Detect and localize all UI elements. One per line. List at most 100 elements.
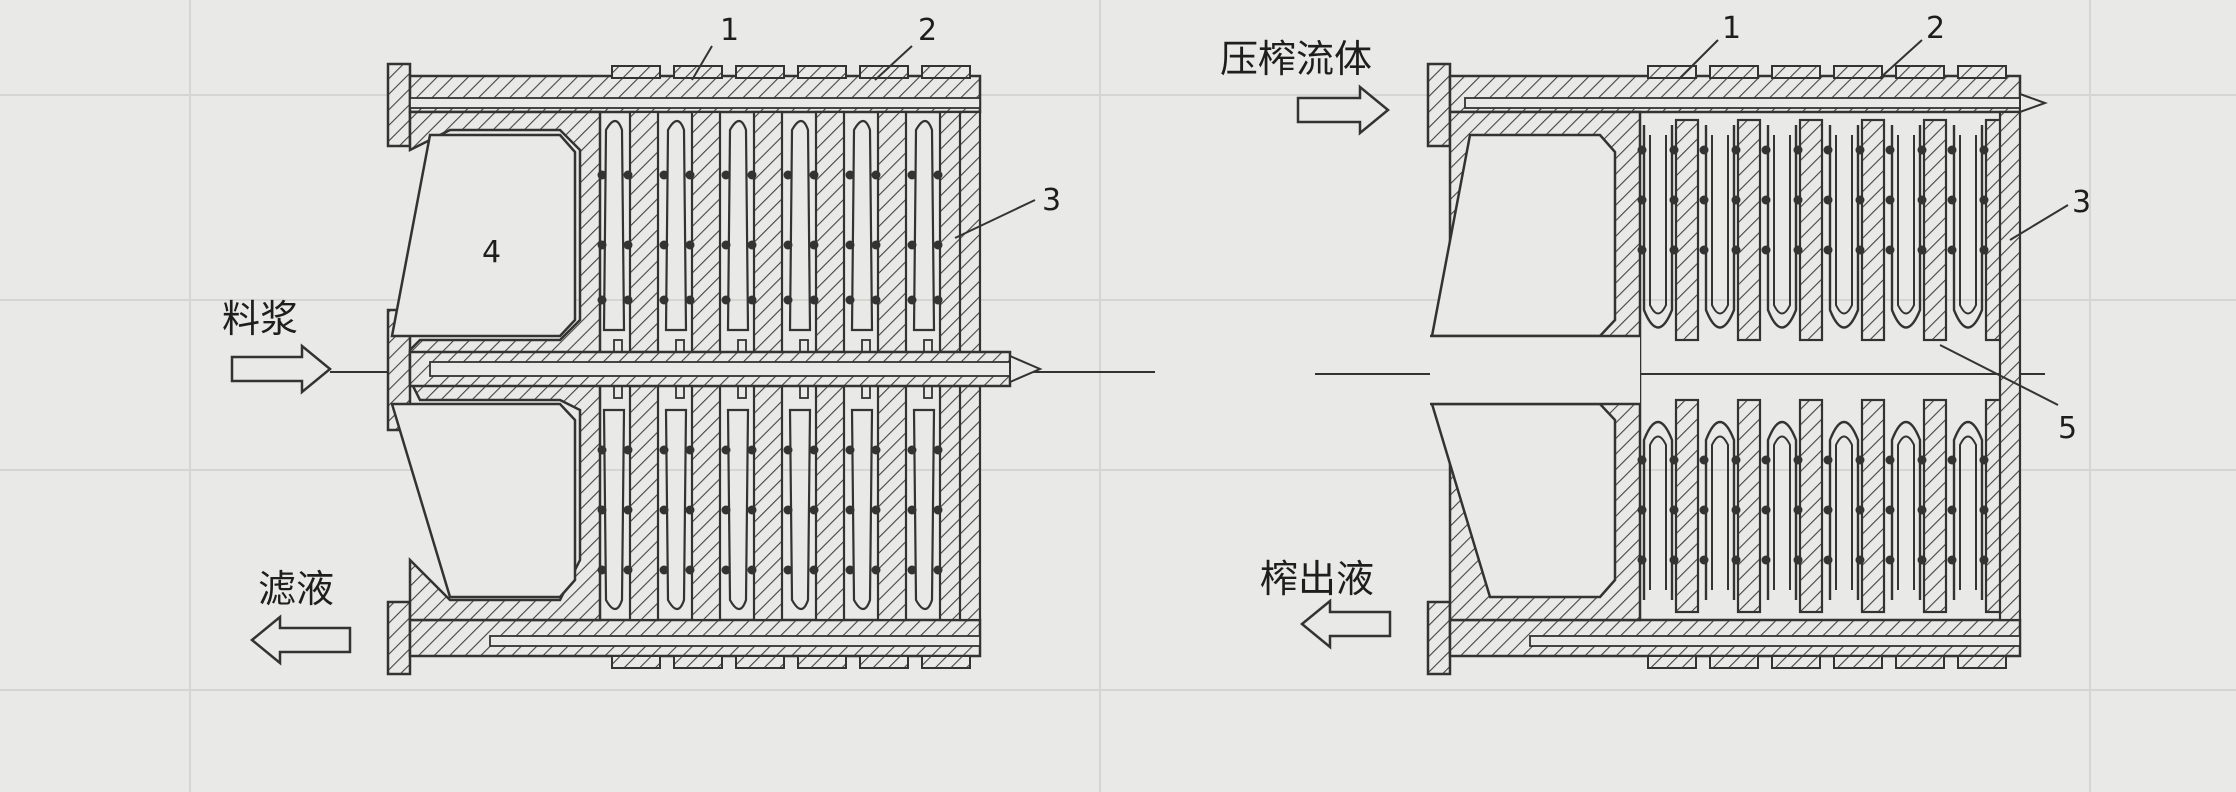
drain-dot [685, 445, 695, 455]
chamber-frame-lower [726, 408, 750, 611]
membrane-loop-lower [1890, 420, 1922, 600]
drain-dot [1917, 145, 1927, 155]
drain-dot [933, 240, 943, 250]
figure-b-outlet-arrow [1300, 598, 1392, 650]
drain-dot [1979, 245, 1989, 255]
drain-dot [1885, 555, 1895, 565]
chamber-frame-lower [912, 408, 936, 611]
membrane-loop-lower [1952, 420, 1984, 600]
figure-a-top-rail [408, 65, 982, 114]
chamber-frame-lower [602, 408, 626, 611]
figure-a-leader-lines [691, 45, 1036, 239]
drain-dot [659, 505, 669, 515]
drain-dot [871, 170, 881, 180]
drain-dot [783, 565, 793, 575]
rail-lug [1771, 655, 1821, 669]
figure-b-outlet-label: 榨出液 [1260, 557, 1374, 601]
drain-dot [1947, 455, 1957, 465]
drain-dot [1885, 455, 1895, 465]
drain-dot [623, 240, 633, 250]
filter-plate-upper [628, 110, 660, 354]
drain-dot [933, 445, 943, 455]
rail-lug [673, 655, 723, 669]
drain-dot [659, 240, 669, 250]
membrane-loop-upper [1642, 125, 1674, 329]
drain-dot [1823, 455, 1833, 465]
drain-dot [871, 505, 881, 515]
drain-dot [747, 295, 757, 305]
drain-dot [685, 505, 695, 515]
membrane-loop-upper [1766, 125, 1798, 329]
drain-dot [1823, 145, 1833, 155]
membrane-loop-inner [1649, 135, 1667, 315]
drain-dot [809, 505, 819, 515]
figure-a-bottom-flange [386, 600, 412, 676]
rail-lug [611, 655, 661, 669]
membrane-loop-inner [1773, 435, 1791, 590]
drain-dot [1947, 145, 1957, 155]
drain-dot [623, 170, 633, 180]
drain-dot [1855, 455, 1865, 465]
membrane-loop-inner [1773, 135, 1791, 315]
drain-dot [1855, 145, 1865, 155]
drain-dot [907, 565, 917, 575]
drain-dot [1699, 195, 1709, 205]
drain-dot [1793, 505, 1803, 515]
drain-dot [1637, 195, 1647, 205]
membrane-plate-upper [1860, 118, 1886, 342]
rail-lug [1709, 655, 1759, 669]
drain-dot [623, 565, 633, 575]
drain-dot [623, 295, 633, 305]
figure-a-bottom-rail [408, 618, 982, 669]
drain-dot [685, 295, 695, 305]
drain-dot [783, 445, 793, 455]
drain-dot [1761, 145, 1771, 155]
membrane-loop-upper [1952, 125, 1984, 329]
drain-dot [597, 445, 607, 455]
rail-lug [921, 65, 971, 79]
chamber-frame-upper [788, 119, 812, 332]
figure-b-callout-3: 3 [2072, 185, 2091, 220]
drain-dot [1761, 555, 1771, 565]
drain-dot [1947, 555, 1957, 565]
rail-lug [1957, 65, 2007, 79]
drain-dot [1637, 245, 1647, 255]
filter-plate-lower [628, 384, 660, 622]
drain-dot [685, 170, 695, 180]
drain-dot [1793, 555, 1803, 565]
rail-lug [673, 65, 723, 79]
figure-b-top-rail [1448, 65, 2048, 114]
drain-dot [809, 445, 819, 455]
drain-dot [747, 170, 757, 180]
drain-dot [721, 295, 731, 305]
figure-b-bottom-flange [1426, 600, 1452, 676]
drain-dot [907, 445, 917, 455]
drain-dot [721, 445, 731, 455]
drain-dot [1793, 455, 1803, 465]
drain-dot [1637, 145, 1647, 155]
figure-a-feed-channel [408, 350, 1043, 388]
drain-dot [1731, 555, 1741, 565]
drain-dot [809, 295, 819, 305]
drain-dot [1885, 145, 1895, 155]
drain-dot [597, 565, 607, 575]
drain-dot [1823, 555, 1833, 565]
drain-dot [721, 505, 731, 515]
drain-dot [1669, 245, 1679, 255]
filter-plate-upper [876, 110, 908, 354]
drain-dot [845, 505, 855, 515]
drain-dot [845, 170, 855, 180]
rail-lug [859, 655, 909, 669]
drain-dot [1637, 455, 1647, 465]
membrane-loop-inner [1959, 135, 1977, 315]
membrane-loop-upper [1890, 125, 1922, 329]
drain-dot [1637, 505, 1647, 515]
drain-dot [871, 295, 881, 305]
figure-b-callout-2: 2 [1926, 11, 1945, 46]
drain-dot [1731, 145, 1741, 155]
drain-dot [809, 240, 819, 250]
drain-dot [1699, 555, 1709, 565]
membrane-loop-inner [1835, 435, 1853, 590]
chamber-frame-lower [850, 408, 874, 611]
